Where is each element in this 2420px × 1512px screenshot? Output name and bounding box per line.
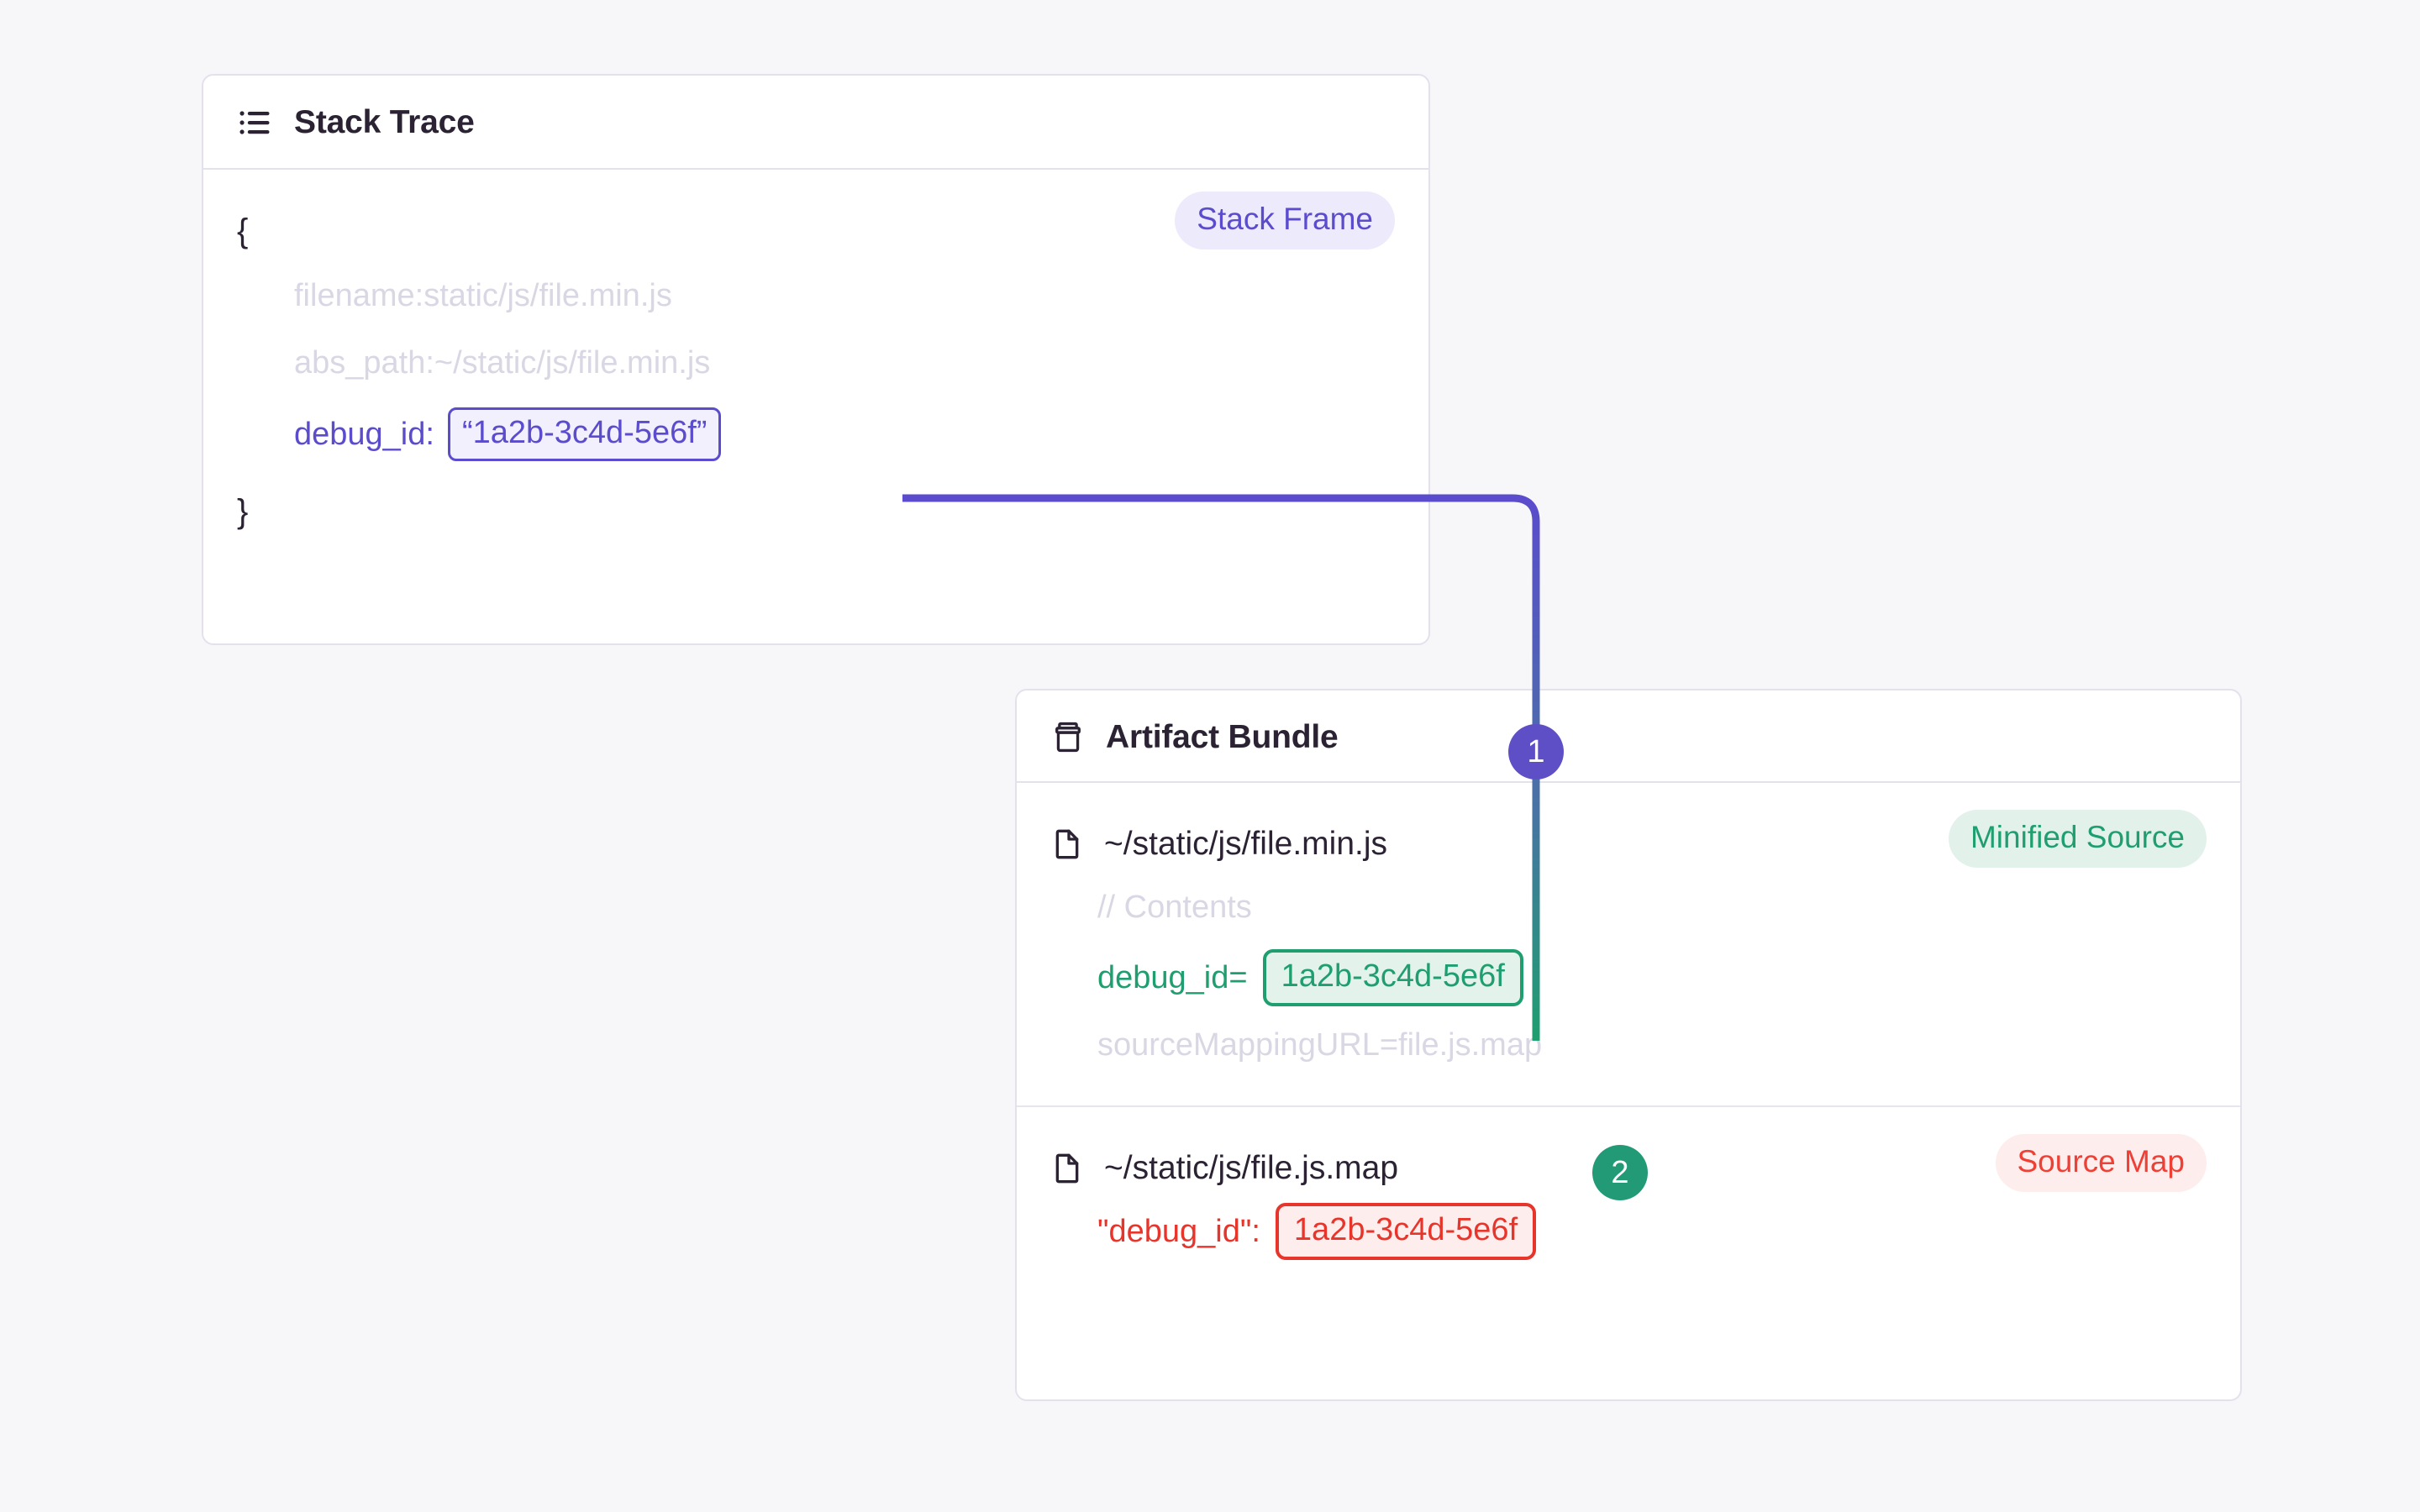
bundle-file-source-map: ~/static/js/file.js.map Source Map "debu…: [1017, 1107, 2240, 1295]
artifact-bundle-card: Artifact Bundle ~/static/js/file.min.js …: [1015, 689, 2242, 1401]
field-debug-id-key: debug_id:: [294, 416, 434, 452]
file-row-source-map: ~/static/js/file.js.map Source Map: [1050, 1134, 2207, 1196]
stack-trace-card: Stack Trace Stack Frame { filename: stat…: [202, 74, 1430, 645]
artifact-bundle-header: Artifact Bundle: [1017, 690, 2240, 783]
field-filename: filename: static/js/file.min.js: [237, 262, 1395, 329]
step-badge-1: 1: [1508, 724, 1564, 780]
field-filename-key: filename:: [294, 277, 424, 313]
file-icon: [1050, 1152, 1084, 1185]
source-mapping-url-value: file.js.map: [1398, 1026, 1543, 1063]
stack-trace-body: Stack Frame { filename: static/js/file.m…: [203, 170, 1428, 576]
json-brace-close: }: [237, 492, 249, 530]
minified-source-debug-id-value[interactable]: 1a2b-3c4d-5e6f: [1262, 949, 1523, 1006]
bundle-divider: [1017, 1105, 2240, 1107]
file-name-minified: ~/static/js/file.min.js: [1104, 826, 1388, 862]
field-abs-path-key: abs_path:: [294, 344, 434, 381]
file-row-minified: ~/static/js/file.min.js Minified Source: [1050, 810, 2207, 872]
field-abs-path: abs_path: ~/static/js/file.min.js: [237, 329, 1395, 396]
field-debug-id: debug_id: “1a2b-3c4d-5e6f”: [237, 396, 1395, 472]
list-icon: [237, 104, 274, 141]
source-mapping-url-key: sourceMappingURL=: [1097, 1026, 1399, 1063]
status-badge-stack-frame: Stack Frame: [1175, 192, 1395, 249]
source-map-debug-id-line: "debug_id": 1a2b-3c4d-5e6f: [1050, 1196, 2207, 1267]
field-abs-path-value: ~/static/js/file.min.js: [434, 344, 711, 381]
file-icon: [1050, 827, 1084, 861]
file-name-source-map: ~/static/js/file.js.map: [1104, 1150, 1399, 1186]
source-map-debug-id-key: "debug_id":: [1097, 1213, 1260, 1249]
status-badge-minified-source: Minified Source: [1948, 810, 2207, 868]
minified-debug-id-line: debug_id= 1a2b-3c4d-5e6f: [1050, 942, 2207, 1013]
jar-icon: [1050, 720, 1086, 755]
source-map-debug-id-value[interactable]: 1a2b-3c4d-5e6f: [1275, 1203, 1537, 1260]
minified-debug-id-key: debug_id=: [1097, 959, 1248, 995]
minified-contents-comment: // Contents: [1097, 889, 1252, 925]
source-mapping-url-line: sourceMappingURL= file.js.map: [1050, 1013, 2207, 1077]
json-brace-open: {: [237, 212, 249, 249]
status-badge-source-map: Source Map: [1995, 1134, 2207, 1192]
bundle-file-minified-source: ~/static/js/file.min.js Minified Source …: [1017, 783, 2240, 1105]
stack-trace-header: Stack Trace: [203, 76, 1428, 170]
stack-trace-debug-id-value[interactable]: “1a2b-3c4d-5e6f”: [447, 407, 722, 461]
artifact-bundle-title: Artifact Bundle: [1106, 719, 1339, 755]
stack-trace-title: Stack Trace: [294, 104, 475, 140]
field-filename-value: static/js/file.min.js: [424, 277, 672, 313]
step-badge-2: 2: [1592, 1145, 1648, 1200]
